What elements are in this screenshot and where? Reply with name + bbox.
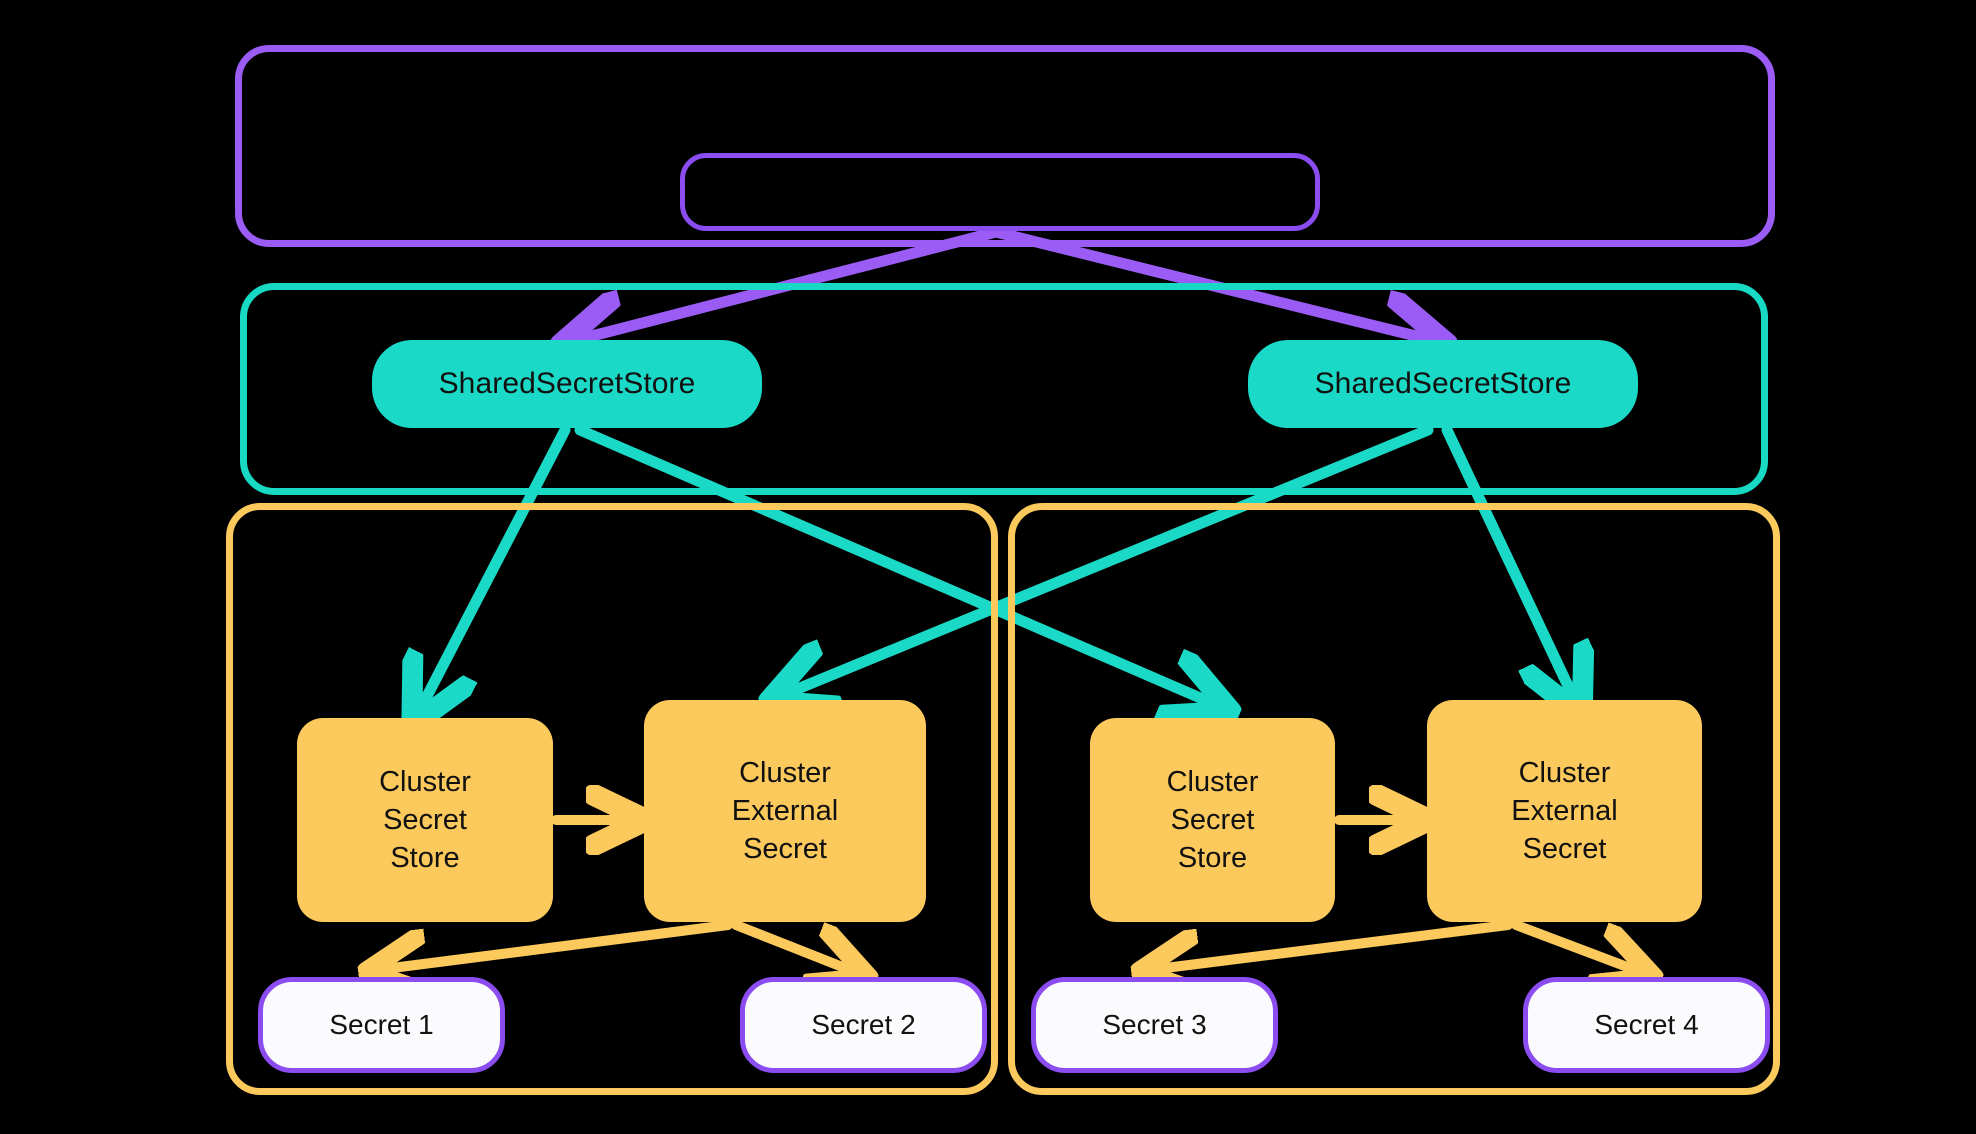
- shared-secret-store-left[interactable]: SharedSecretStore: [372, 340, 762, 428]
- node-line: Cluster: [379, 765, 471, 798]
- shared-secret-store-left-label: SharedSecretStore: [438, 367, 696, 400]
- cluster-external-secret-right[interactable]: Cluster External Secret: [1427, 700, 1702, 922]
- cluster-secret-store-left[interactable]: Cluster Secret Store: [297, 718, 553, 922]
- node-line: Cluster: [1518, 756, 1611, 789]
- secret-1[interactable]: Secret 1: [258, 977, 505, 1073]
- orange-container-left: [226, 503, 998, 1095]
- node-line: Secret: [1170, 803, 1255, 836]
- secret-3[interactable]: Secret 3: [1031, 977, 1278, 1073]
- outer-purple-container: [235, 45, 1775, 247]
- secret-2[interactable]: Secret 2: [740, 977, 987, 1073]
- secret-4[interactable]: Secret 4: [1523, 977, 1770, 1073]
- node-line: Secret: [1522, 833, 1607, 866]
- secret-1-label: Secret 1: [329, 1009, 434, 1040]
- orange-container-right: [1008, 503, 1780, 1095]
- secret-3-label: Secret 3: [1102, 1009, 1207, 1040]
- node-line: Cluster: [739, 756, 831, 789]
- node-line: Secret: [383, 803, 467, 836]
- inner-purple-node[interactable]: [680, 153, 1320, 231]
- secret-4-label: Secret 4: [1594, 1009, 1699, 1040]
- shared-secret-store-right[interactable]: SharedSecretStore: [1248, 340, 1638, 428]
- node-line: Cluster: [1166, 765, 1259, 798]
- node-line: Store: [390, 842, 460, 875]
- node-line: Secret: [743, 833, 827, 866]
- teal-container: [240, 283, 1768, 495]
- node-line: External: [1511, 794, 1618, 827]
- node-line: Store: [1177, 842, 1248, 875]
- shared-secret-store-right-label: SharedSecretStore: [1314, 367, 1572, 400]
- node-line: External: [731, 794, 839, 827]
- cluster-secret-store-right[interactable]: Cluster Secret Store: [1090, 718, 1335, 922]
- cluster-external-secret-left[interactable]: Cluster External Secret: [644, 700, 926, 922]
- secret-2-label: Secret 2: [811, 1009, 916, 1040]
